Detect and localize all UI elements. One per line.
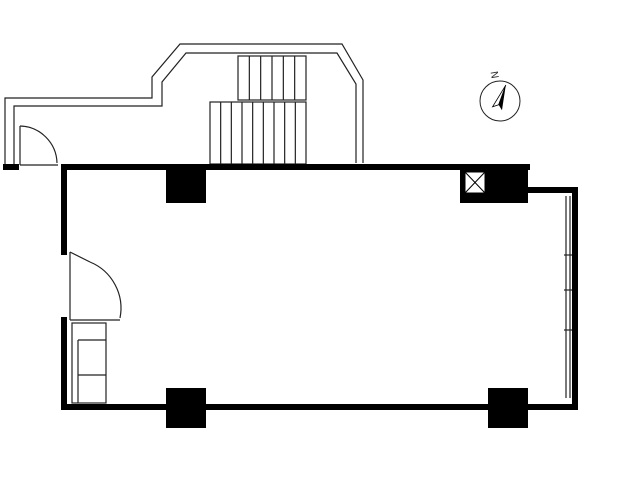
- interior-door: [69, 251, 122, 321]
- balcony-outline: [4, 43, 364, 167]
- compass-north-label: N: [488, 70, 500, 79]
- storage-cabinet: [71, 322, 107, 404]
- staircase: [209, 55, 307, 165]
- structural-columns: [166, 167, 528, 428]
- column-top-left: [166, 167, 206, 203]
- main-room-walls: [61, 164, 578, 410]
- column-top-right: [488, 167, 528, 203]
- column-bottom-right: [488, 388, 528, 428]
- right-window: [564, 196, 572, 398]
- stair-treads-lower: [220, 102, 296, 164]
- duct-shaft: [460, 167, 490, 203]
- stair-treads-upper: [248, 56, 296, 100]
- column-bottom-left: [166, 388, 206, 428]
- entrance-door: [3, 125, 58, 170]
- compass-needle-icon: [491, 84, 507, 111]
- north-compass: N: [479, 70, 521, 122]
